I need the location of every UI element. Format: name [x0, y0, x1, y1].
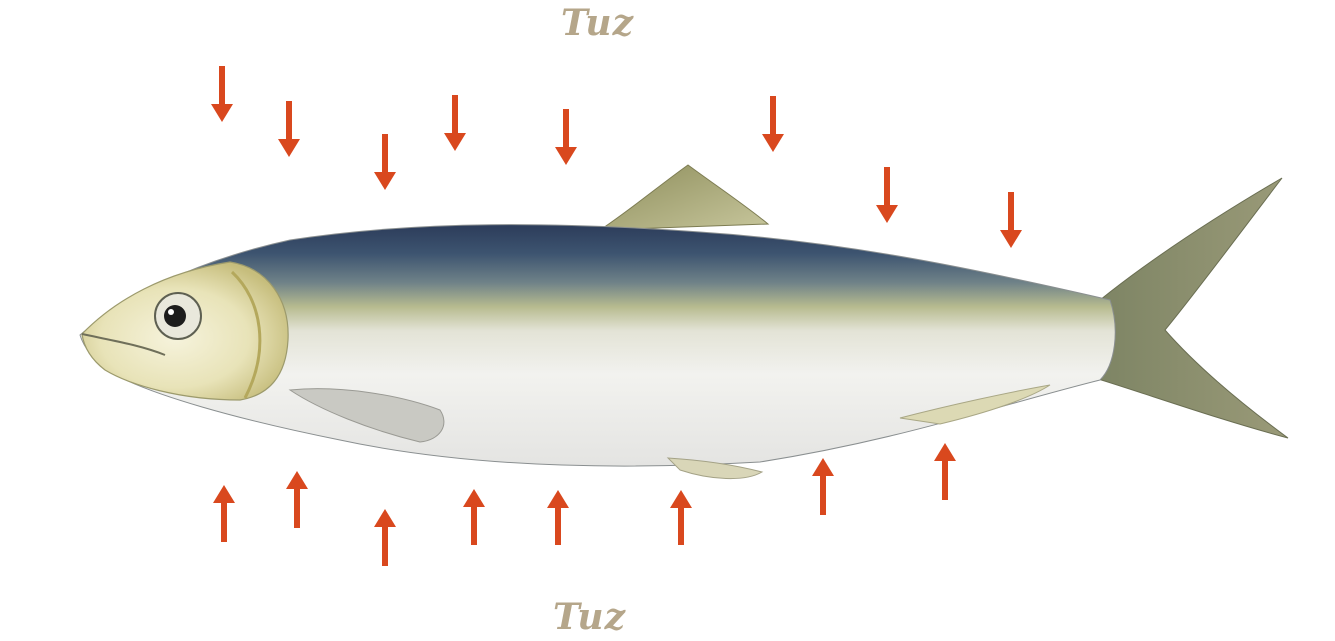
arrow-up-icon — [374, 509, 396, 566]
arrow-down-icon — [1000, 192, 1022, 248]
arrow-down-icon — [444, 95, 466, 151]
herring-fish-illustration — [80, 165, 1288, 479]
dorsal-fin — [600, 165, 768, 230]
tail-fin — [1095, 178, 1288, 438]
arrow-up-icon — [463, 489, 485, 545]
arrow-down-icon — [876, 167, 898, 223]
arrow-up-icon — [670, 490, 692, 545]
arrow-down-icon — [278, 101, 300, 157]
arrow-up-icon — [547, 490, 569, 545]
arrow-down-icon — [211, 66, 233, 122]
arrow-up-icon — [812, 458, 834, 515]
arrow-down-icon — [762, 96, 784, 152]
arrow-down-icon — [374, 134, 396, 190]
arrow-up-icon — [286, 471, 308, 528]
arrow-up-icon — [213, 485, 235, 542]
arrow-down-icon — [555, 109, 577, 165]
arrow-up-icon — [934, 443, 956, 500]
